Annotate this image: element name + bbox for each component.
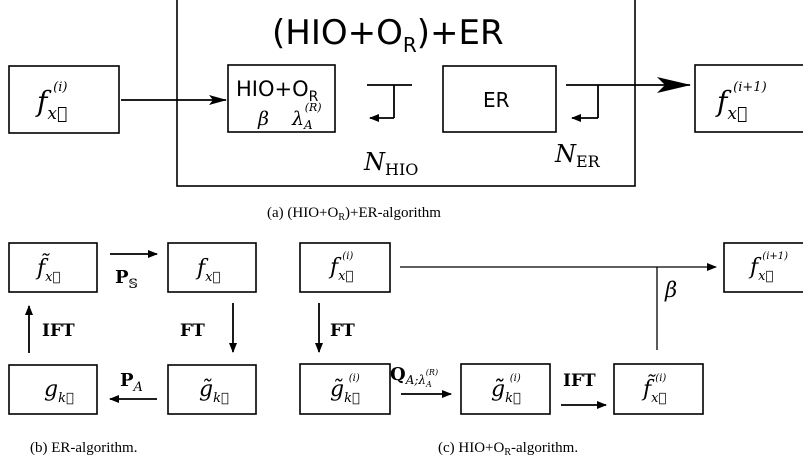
hio-f-out-label: fx⃗(i+1) (748, 251, 788, 284)
hio-g-dtilde-box (460, 363, 551, 415)
outer-title: (HIO+OR)+ER (272, 13, 504, 57)
hio-lambda-label: λA(R) (291, 101, 322, 132)
n-hio-label: NHIO (363, 148, 418, 179)
output-box (694, 64, 803, 133)
q-label: QA;λA(R) (390, 364, 438, 389)
er-ft-label: FT (180, 321, 205, 341)
hio-g-dtilde-label: g̃̃k⃗(i) (491, 373, 521, 406)
ps-label: P𝕊 (115, 267, 138, 292)
pa-label: PA (120, 370, 143, 395)
er-f-tilde-box (8, 242, 98, 293)
hio-f-tilde-box (613, 363, 704, 415)
hio-g-tilde-box (299, 363, 391, 415)
output-label: fx⃗(i+1) (715, 80, 767, 124)
caption-a: (a) (HIO+OR)+ER-algorithm (267, 205, 441, 223)
n-er-label: NER (554, 140, 601, 171)
caption-b: (b) ER-algorithm. (30, 440, 137, 456)
hio-f-tilde-label: f̃x⃗(i) (641, 373, 666, 406)
er-ift-label: IFT (42, 321, 75, 341)
hio-ft-label: FT (330, 321, 355, 341)
hio-or-label: HIO+OR (236, 77, 319, 105)
er-g-box (8, 364, 98, 415)
er-g-label: gk⃗ (44, 377, 74, 406)
hio-f-out-box (723, 242, 803, 293)
hio-or-box (227, 64, 336, 133)
caption-c: (c) HIO+OR-algorithm. (438, 440, 578, 458)
er-f-box (167, 242, 257, 293)
hio-g-tilde-label: g̃k⃗(i) (330, 373, 360, 406)
input-box (8, 65, 120, 134)
hio-f-in-box (299, 242, 391, 293)
hio-ift-label: IFT (563, 371, 596, 391)
er-box (442, 65, 557, 133)
er-g-tilde-box (167, 364, 257, 415)
er-g-tilde-label: g̃k⃗ (199, 377, 229, 406)
er-label: ER (483, 88, 510, 112)
hio-beta-label: β (257, 108, 269, 130)
hio-beta-label: β (664, 278, 677, 302)
